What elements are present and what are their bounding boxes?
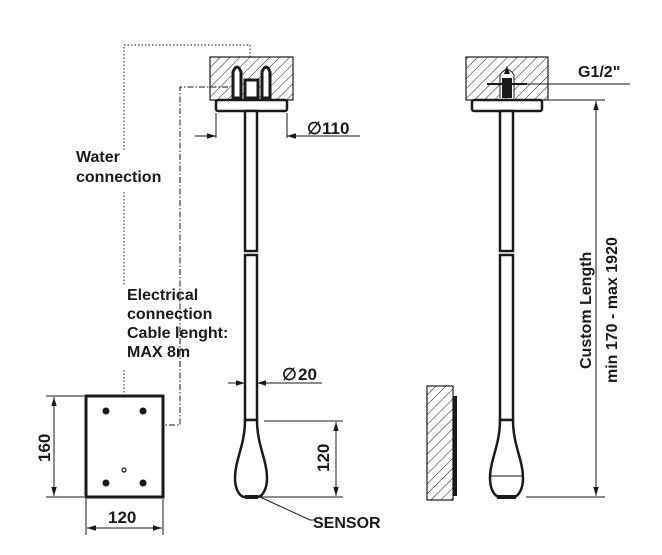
electrical-label-2: connection: [127, 306, 212, 323]
pipe-upper: [243, 109, 259, 253]
spout-height-label: 120: [314, 444, 333, 472]
ceiling-flange: [214, 98, 289, 113]
electrical-label-4: MAX 8m: [127, 344, 190, 361]
box-width-label: 120: [108, 508, 136, 527]
front-view: ∅ 110 ∅ 20 120 SENSOR: [195, 56, 381, 532]
ceiling-flange-side: [470, 98, 544, 113]
spout-drop-side: [488, 418, 525, 499]
wall-section: [426, 385, 454, 501]
pipe-lower-side: [498, 253, 515, 422]
custom-length-label: Custom Length: [578, 252, 595, 369]
box-height-label: 160: [35, 434, 54, 462]
connection-lines: [123, 44, 251, 426]
water-connection-line: [123, 44, 251, 150]
water-connection-label-2: connection: [76, 169, 161, 186]
electrical-connection-line: [163, 86, 228, 426]
sensor-label: SENSOR: [313, 515, 381, 532]
flange-diameter-label: 110: [322, 119, 349, 138]
electrical-label-1: Electrical: [127, 287, 198, 304]
thread-label: G1/2": [578, 64, 620, 81]
spout-drop: [233, 418, 269, 499]
water-connection-label-1: Water: [76, 149, 120, 166]
flange-diameter-symbol: ∅: [307, 119, 322, 138]
side-view: G1/2" Custom Length min 170 - max 1920: [426, 56, 630, 501]
control-box-side: [453, 396, 457, 496]
pipe-diameter-label: 20: [298, 365, 317, 384]
pipe-lower: [243, 253, 259, 422]
custom-length-range-label: min 170 - max 1920: [604, 237, 621, 383]
electrical-label-3: Cable lenght:: [127, 325, 228, 342]
pipe-upper-side: [498, 109, 515, 253]
pipe-diameter-symbol: ∅: [282, 365, 297, 384]
control-box: 160 120: [35, 394, 165, 535]
valve-icon: [231, 65, 272, 100]
